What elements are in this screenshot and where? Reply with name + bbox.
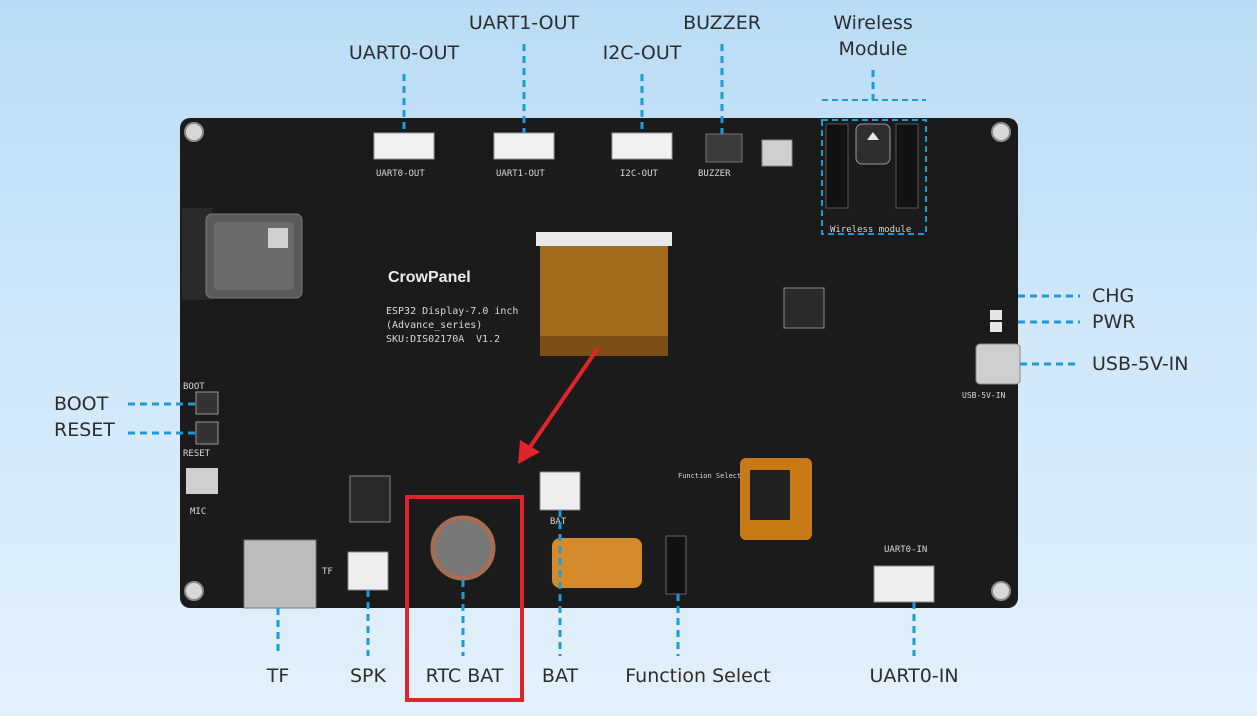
label-bat: BAT (541, 665, 579, 687)
wireless-arrow-icon (867, 132, 879, 140)
silk-uart0-in: UART0-IN (884, 545, 927, 555)
battery-pad (552, 538, 642, 588)
mounting-hole (184, 581, 204, 601)
rtc-bat-highlight (405, 495, 524, 702)
silk-wireless: Wireless module (830, 225, 911, 235)
mounting-hole (184, 122, 204, 142)
tf-card-slot (243, 539, 317, 609)
uart1-out-connector (493, 132, 555, 160)
rtc-coin-cell (430, 515, 496, 581)
label-tf: TF (266, 665, 290, 687)
label-rtc-bat: RTC BAT (425, 665, 504, 687)
label-i2c-out: I2C-OUT (602, 42, 682, 64)
callout-lines (128, 44, 1080, 656)
board-version: V1.2 (476, 334, 500, 345)
ic-chip (349, 475, 391, 523)
camera-chip (750, 470, 790, 520)
label-wireless-line1: Wireless (833, 12, 913, 34)
label-usb-5v-in: USB-5V-IN (1092, 353, 1189, 375)
label-buzzer: BUZZER (683, 12, 761, 34)
usb-c-port (975, 343, 1021, 385)
label-uart1-out: UART1-OUT (468, 12, 580, 34)
label-chg: CHG (1092, 285, 1135, 307)
label-reset: RESET (54, 419, 115, 441)
red-arrow-head-icon (518, 440, 540, 464)
silk-mic: MIC (190, 507, 206, 517)
speaker-connector (347, 551, 389, 591)
label-spk: SPK (350, 665, 386, 687)
label-pwr: PWR (1092, 311, 1136, 333)
uart0-in-connector (873, 565, 935, 603)
label-wireless-line2: Module (838, 38, 908, 60)
silk-function-select: Function Select (678, 472, 741, 480)
label-uart0-in: UART0-IN (869, 665, 959, 687)
silk-buzzer: BUZZER (698, 169, 731, 179)
uart0-out-connector (373, 132, 435, 160)
microphone (186, 468, 218, 494)
mounting-hole (991, 581, 1011, 601)
board-model-line1: ESP32 Display-7.0 inch (386, 306, 518, 317)
silk-i2c-out: I2C-OUT (620, 169, 659, 179)
bat-connector (539, 471, 581, 511)
ic-chip (783, 287, 825, 329)
board-sku: SKU:DIS02170A (386, 334, 464, 345)
label-boot: BOOT (54, 393, 109, 415)
boot-button (195, 391, 219, 415)
reset-button (195, 421, 219, 445)
pwr-led (990, 322, 1002, 332)
wireless-key (855, 123, 891, 165)
fpc-connector (536, 232, 672, 246)
pcb-board (180, 118, 1018, 608)
chg-led (990, 310, 1002, 320)
label-uart0-out: UART0-OUT (348, 42, 460, 64)
board-brand: CrowPanel (388, 269, 471, 286)
buzzer-component (705, 133, 743, 163)
silk-uart1-out: UART1-OUT (496, 169, 545, 179)
i2c-out-connector (611, 132, 673, 160)
board-model-line2: (Advance_series) (386, 320, 482, 331)
silk-boot: BOOT (183, 382, 205, 392)
silk-bat: BAT (550, 517, 567, 527)
silk-uart0-out: UART0-OUT (376, 169, 425, 179)
label-function-select: Function Select (625, 665, 771, 687)
switch-component (761, 139, 793, 167)
esp32-qr-code (268, 228, 288, 248)
wireless-header-left (825, 123, 849, 209)
fpc-cable-end (540, 336, 668, 356)
mounting-hole (991, 122, 1011, 142)
function-select-switch (665, 535, 687, 595)
silk-tf: TF (322, 567, 333, 577)
silk-usb: USB-5V-IN (962, 391, 1006, 400)
red-arrow-line (526, 346, 600, 452)
wireless-header-right (895, 123, 919, 209)
wireless-module-box (821, 119, 927, 235)
silk-reset: RESET (183, 449, 211, 459)
